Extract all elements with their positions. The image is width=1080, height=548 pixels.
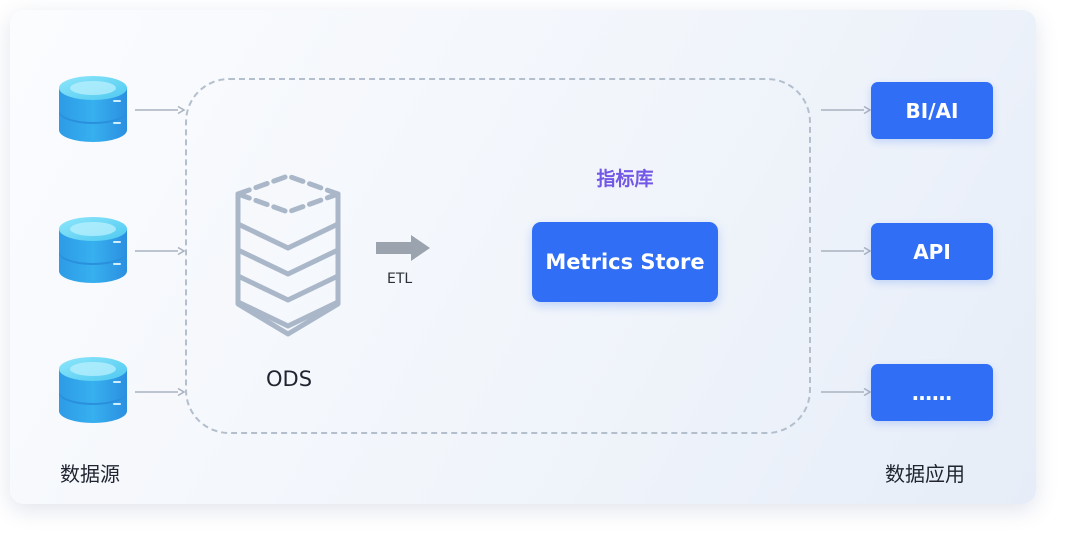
output-arrow-icon [821,105,872,115]
etl-label: ETL [387,271,413,287]
source-arrow-icon [135,246,186,256]
layered-stack-icon [235,173,341,337]
database-icon [59,357,127,423]
app-button-api[interactable]: API [871,223,993,280]
source-arrow-icon [135,105,186,115]
database-icon [59,76,127,142]
source-arrow-icon [135,387,186,397]
database-icon [59,217,127,283]
data-applications-label: 数据应用 [885,462,965,486]
metrics-platform-group [185,78,811,434]
app-button-bi-ai[interactable]: BI/AI [871,82,993,139]
ods-label: ODS [266,367,313,391]
output-arrow-icon [821,387,872,397]
diagram-panel [10,10,1036,504]
right-arrow-icon [376,235,430,261]
metrics-store-title: 指标库 [596,168,654,190]
app-button-more[interactable]: …… [871,364,993,421]
output-arrow-icon [821,246,872,256]
metrics-store-button[interactable]: Metrics Store [532,222,718,302]
data-sources-label: 数据源 [60,462,120,486]
